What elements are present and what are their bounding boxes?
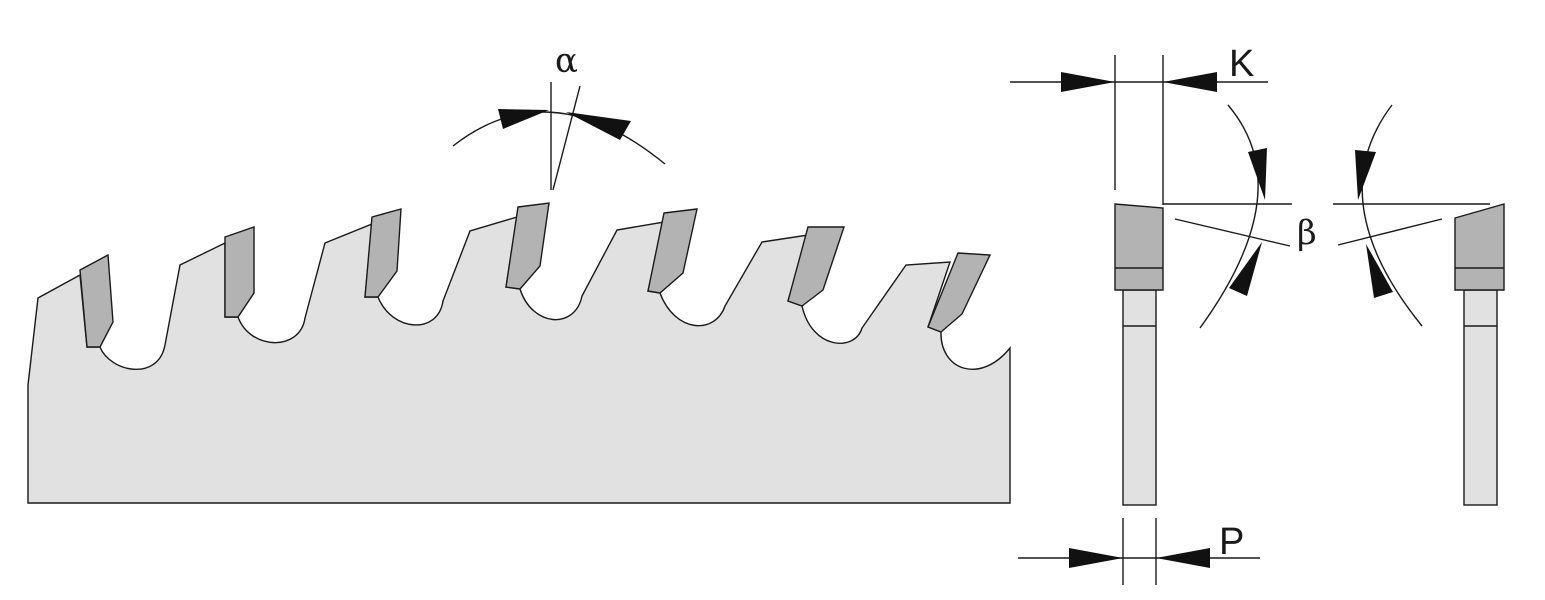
tooth-cross-section-left — [1114, 203, 1164, 506]
k-arrow-left — [1061, 72, 1115, 92]
p-dimension: P — [1018, 518, 1260, 585]
carbide-tip-section — [1114, 203, 1164, 291]
k-dimension: K — [1010, 43, 1268, 205]
carbide-tip — [505, 202, 550, 290]
carbide-tip — [647, 208, 698, 294]
beta-arrow-upper-left — [1248, 148, 1267, 200]
beta-angle-annotation: β — [1163, 104, 1490, 329]
p-arrow-right — [1156, 548, 1210, 568]
k-arrow-right — [1163, 72, 1217, 92]
beta-arrow-upper-right — [1355, 150, 1376, 200]
beta-label: β — [1297, 213, 1317, 253]
beta-arrow-lower-right — [1366, 244, 1393, 298]
alpha-arrow-left — [498, 109, 549, 129]
k-label: K — [1229, 43, 1254, 85]
carbide-tip-section — [1454, 203, 1505, 291]
blade-plate — [1463, 289, 1498, 506]
p-arrow-left — [1069, 548, 1123, 568]
p-label: P — [1219, 521, 1244, 563]
carbide-tip — [224, 226, 255, 318]
beta-arrow-lower-left — [1229, 242, 1262, 296]
carbide-tip — [79, 253, 114, 348]
alpha-arrow-right — [566, 112, 631, 140]
blade-side-view — [27, 202, 1011, 504]
carbide-tip — [787, 226, 845, 307]
carbide-tip — [927, 252, 992, 333]
blade-plate — [1122, 289, 1157, 506]
alpha-angle-annotation: α — [452, 41, 666, 191]
tooth-cross-section-right — [1454, 203, 1505, 506]
carbide-tip — [364, 208, 402, 298]
alpha-label: α — [555, 41, 578, 81]
